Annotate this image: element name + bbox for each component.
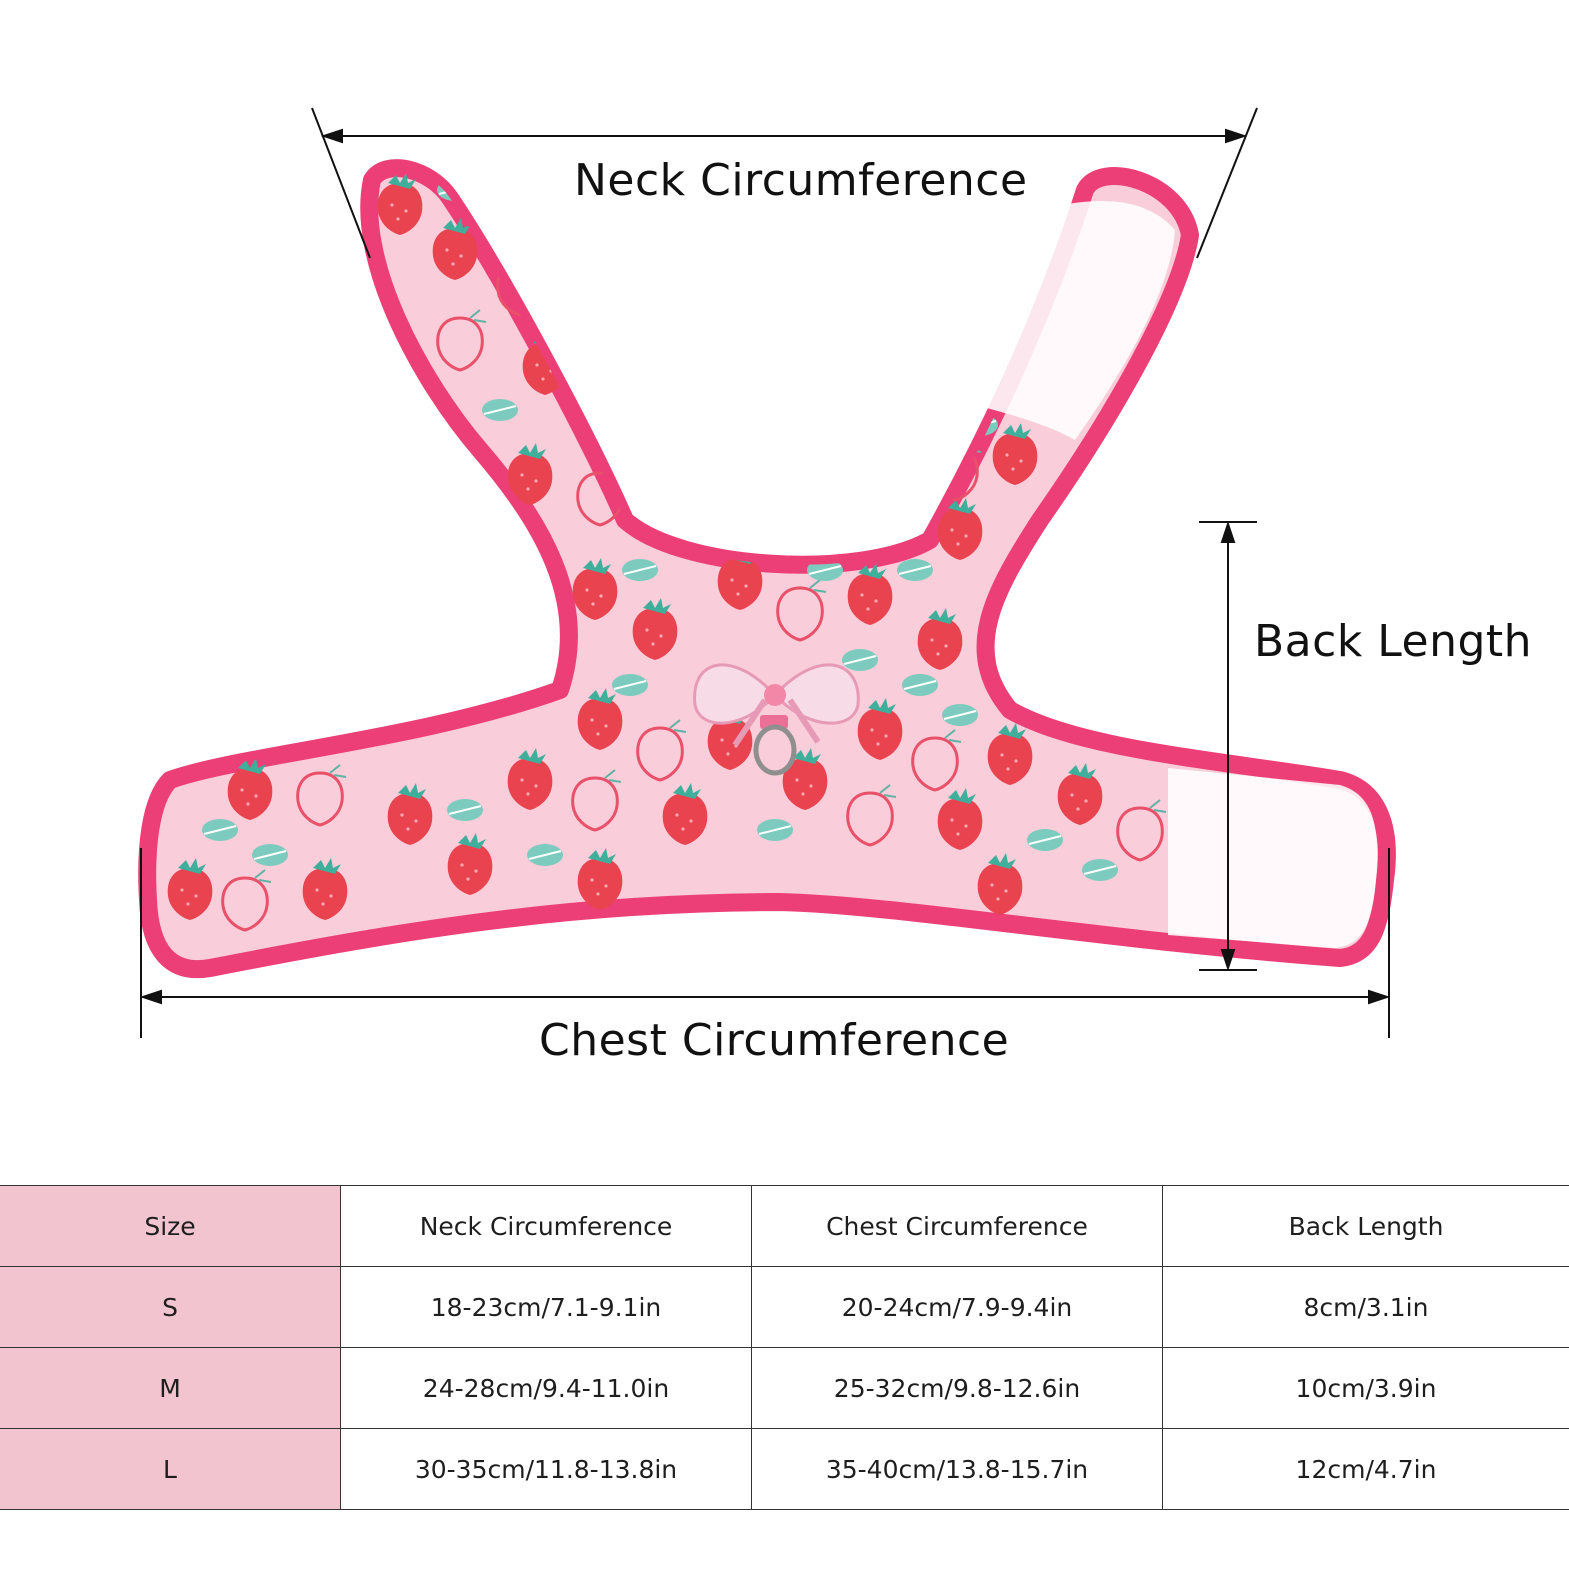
velcro-patch-chest bbox=[1168, 768, 1378, 948]
neck-cell: 24-28cm/9.4-11.0in bbox=[340, 1347, 752, 1429]
back-length-label: Back Length bbox=[1254, 616, 1533, 667]
chest-measure-guide bbox=[139, 848, 1391, 1038]
neck-measure-guide bbox=[311, 107, 1258, 259]
back-cell: 12cm/4.7in bbox=[1162, 1428, 1569, 1510]
chest-circumference-label: Chest Circumference bbox=[539, 1015, 1010, 1066]
neck-cell: 18-23cm/7.1-9.1in bbox=[340, 1266, 752, 1348]
back-cell: 10cm/3.9in bbox=[1162, 1347, 1569, 1429]
size-cell: M bbox=[0, 1347, 341, 1429]
size-cell: L bbox=[0, 1428, 341, 1510]
table-row: M 24-28cm/9.4-11.0in 25-32cm/9.8-12.6in … bbox=[0, 1347, 1569, 1429]
neck-cell: 30-35cm/11.8-13.8in bbox=[340, 1428, 752, 1510]
back-measure-guide bbox=[1199, 520, 1257, 972]
chest-cell: 20-24cm/7.9-9.4in bbox=[751, 1266, 1163, 1348]
header-size: Size bbox=[0, 1185, 341, 1267]
bow-icon bbox=[693, 663, 860, 747]
size-cell: S bbox=[0, 1266, 341, 1348]
table-row: S 18-23cm/7.1-9.1in 20-24cm/7.9-9.4in 8c… bbox=[0, 1266, 1569, 1348]
table-header-row: Size Neck Circumference Chest Circumfere… bbox=[0, 1185, 1569, 1267]
harness-diagram bbox=[138, 107, 1396, 1038]
header-back: Back Length bbox=[1162, 1185, 1569, 1267]
header-chest: Chest Circumference bbox=[751, 1185, 1163, 1267]
chest-cell: 35-40cm/13.8-15.7in bbox=[751, 1428, 1163, 1510]
header-neck: Neck Circumference bbox=[340, 1185, 752, 1267]
chest-cell: 25-32cm/9.8-12.6in bbox=[751, 1347, 1163, 1429]
neck-circumference-label: Neck Circumference bbox=[574, 155, 1028, 206]
size-chart-table: Size Neck Circumference Chest Circumfere… bbox=[0, 1185, 1569, 1510]
harness-figure: Neck Circumference Back Length Chest Cir… bbox=[138, 107, 1533, 1066]
back-cell: 8cm/3.1in bbox=[1162, 1266, 1569, 1348]
table-row: L 30-35cm/11.8-13.8in 35-40cm/13.8-15.7i… bbox=[0, 1428, 1569, 1510]
velcro-patch-neck bbox=[960, 201, 1175, 440]
d-ring-icon bbox=[753, 724, 797, 776]
